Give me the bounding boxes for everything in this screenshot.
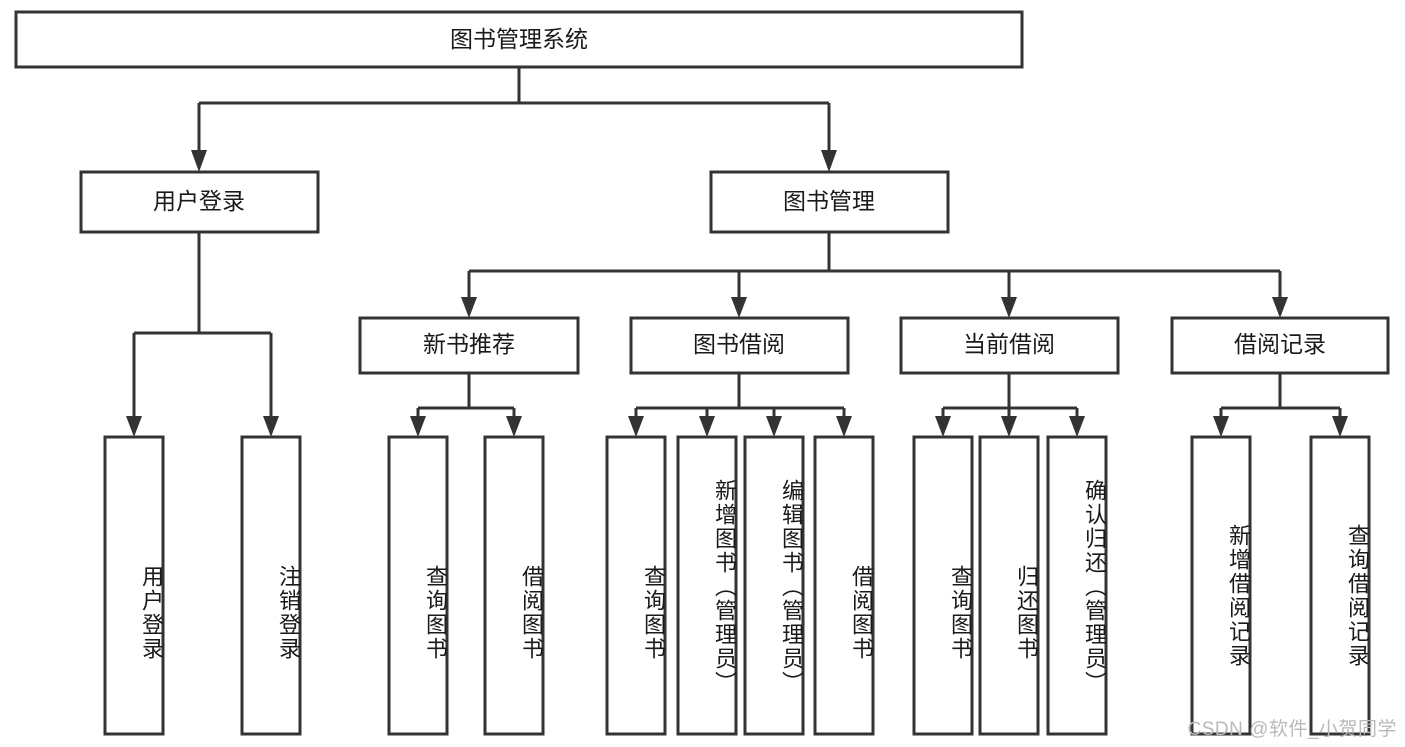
node-borrow-record[interactable]: 借阅记录 <box>1170 316 1390 375</box>
arrow-head-icon <box>1272 297 1288 318</box>
node-book-borrow-label: 图书借阅 <box>693 331 785 357</box>
arrow-head-icon <box>1213 416 1229 437</box>
leaf-boxes-borrow-record <box>1190 435 1371 736</box>
arrow-head-icon <box>126 416 142 437</box>
node-user-login-label: 用户登录 <box>153 188 245 214</box>
leaf-box-user-login-1[interactable] <box>103 435 165 736</box>
leaf-box-new-book-2[interactable] <box>483 435 545 736</box>
node-root-system[interactable]: 图书管理系统 <box>14 10 1024 69</box>
node-user-login[interactable]: 用户登录 <box>79 170 320 234</box>
arrow-head-icon <box>1332 416 1348 437</box>
arrow-head-icon <box>935 416 951 437</box>
leaf-box-new-book-1[interactable] <box>387 435 449 736</box>
leaf-box-book-borrow-3[interactable] <box>743 435 805 736</box>
leaf-boxes-new-book-recommend <box>387 435 545 736</box>
connector-borrow-record-to-leaves <box>1213 373 1348 437</box>
watermark-text: CSDN @软件_小贺同学 <box>1187 719 1397 740</box>
node-current-borrow-label: 当前借阅 <box>963 331 1055 357</box>
arrow-head-icon <box>699 416 715 437</box>
arrow-head-icon <box>731 297 747 318</box>
leaf-boxes-current-borrow <box>912 435 1108 736</box>
arrow-head-icon <box>1001 416 1017 437</box>
connector-root-to-level1 <box>191 67 837 172</box>
arrow-head-icon <box>506 416 522 437</box>
node-book-manage[interactable]: 图书管理 <box>709 170 950 234</box>
leaf-boxes-book-borrow <box>605 435 875 736</box>
leaf-box-current-borrow-2[interactable] <box>978 435 1040 736</box>
node-borrow-record-label: 借阅记录 <box>1234 331 1326 357</box>
leaf-box-book-borrow-4[interactable] <box>813 435 875 736</box>
leaf-box-current-borrow-1[interactable] <box>912 435 974 736</box>
leaf-box-borrow-record-1[interactable] <box>1190 435 1252 736</box>
node-new-book-recommend-label: 新书推荐 <box>423 331 515 357</box>
arrow-head-icon <box>821 150 837 172</box>
connector-book-borrow-to-leaves <box>628 373 852 437</box>
arrow-head-icon <box>628 416 644 437</box>
leaf-box-borrow-record-2[interactable] <box>1309 435 1371 736</box>
arrow-head-icon <box>191 150 207 172</box>
connector-current-borrow-to-leaves <box>935 373 1085 437</box>
leaf-box-book-borrow-2[interactable] <box>676 435 738 736</box>
connector-book-manage-to-level2 <box>461 232 1288 318</box>
arrow-head-icon <box>766 416 782 437</box>
node-book-borrow[interactable]: 图书借阅 <box>629 316 850 375</box>
leaf-box-book-borrow-1[interactable] <box>605 435 667 736</box>
arrow-head-icon <box>461 297 477 318</box>
node-root-system-label: 图书管理系统 <box>450 26 588 52</box>
node-new-book-recommend[interactable]: 新书推荐 <box>358 316 580 375</box>
arrow-head-icon <box>263 416 279 437</box>
node-book-manage-label: 图书管理 <box>783 188 875 214</box>
arrow-head-icon <box>836 416 852 437</box>
connector-new-book-to-leaves <box>410 373 522 437</box>
arrow-head-icon <box>410 416 426 437</box>
arrow-head-icon <box>1069 416 1085 437</box>
node-current-borrow[interactable]: 当前借阅 <box>899 316 1120 375</box>
arrow-head-icon <box>1001 297 1017 318</box>
leaf-box-current-borrow-3[interactable] <box>1046 435 1108 736</box>
leaf-boxes-user-login <box>103 435 302 736</box>
leaf-box-user-login-2[interactable] <box>240 435 302 736</box>
connector-user-login-to-leaves <box>126 232 279 437</box>
